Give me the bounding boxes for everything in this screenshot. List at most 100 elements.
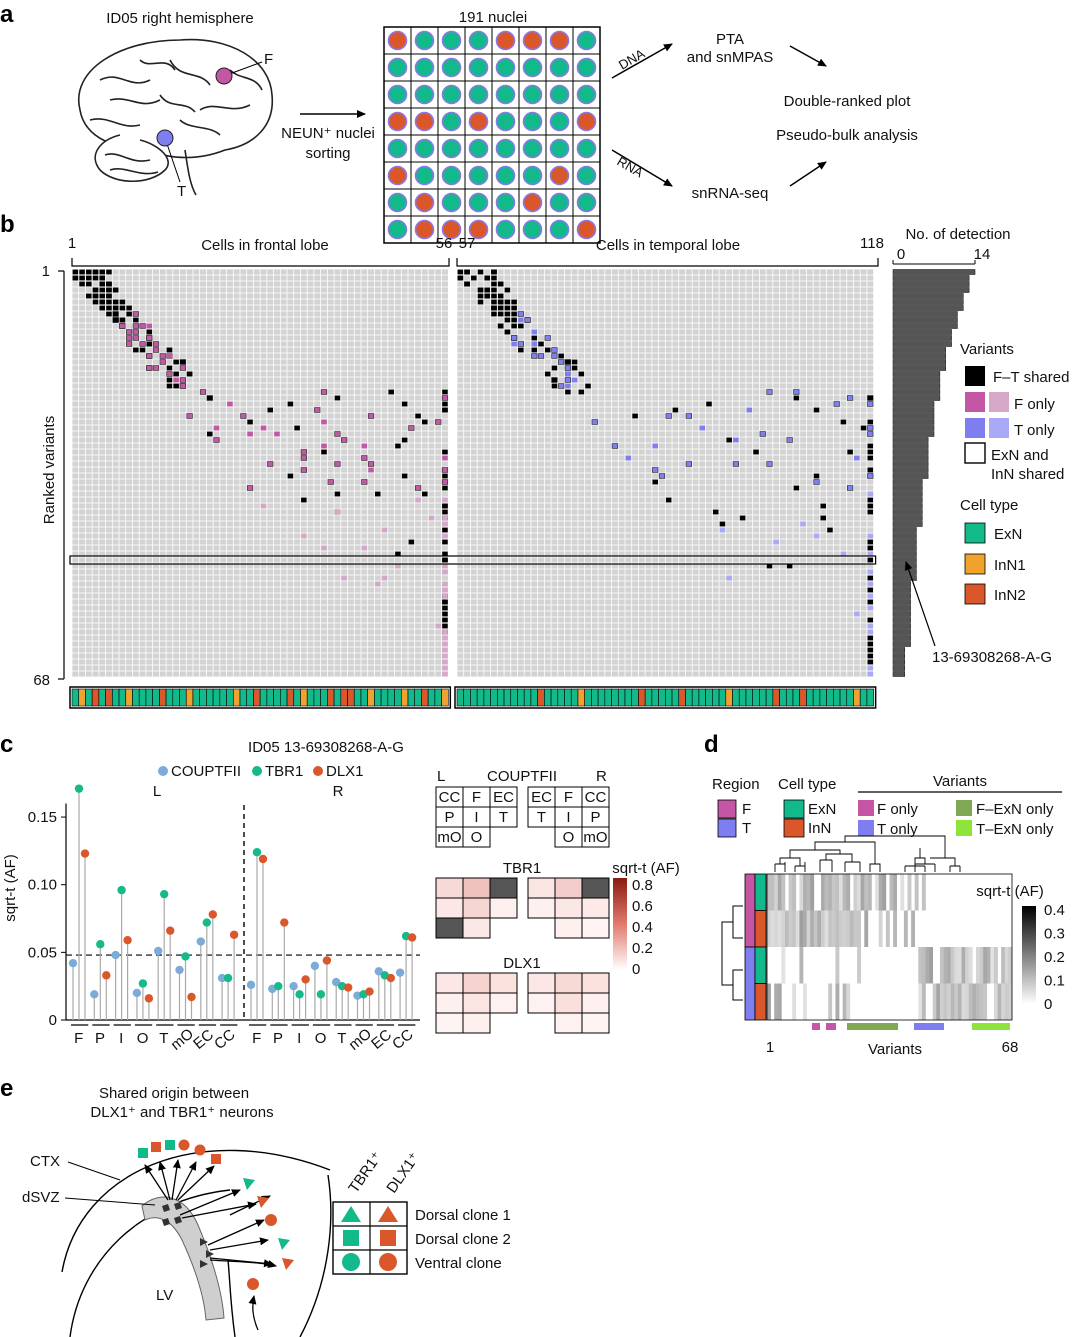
variant-cell [511,305,517,311]
variant-cell [300,467,307,473]
celltype-cell [286,688,295,707]
variant-cell [511,323,517,329]
temporal-site-marker [156,129,174,147]
nucleus-dot [576,30,597,51]
celltype-cell [327,688,335,707]
variant-cell [652,479,658,485]
d-heat-cell [767,874,771,911]
celltype-frame-temporal [454,686,877,709]
c-point-tbr1 [181,952,190,961]
variant-cell [213,437,220,443]
detection-bar [892,329,952,335]
variant-cell [441,395,449,401]
detection-bar [892,293,964,299]
d-heat-cell [799,874,804,911]
detection-bar [892,437,929,443]
variant-cell [179,365,186,371]
d-heat-cell [853,910,858,947]
variant-cell [867,617,874,623]
variant-cell [300,455,307,461]
legend-swatch-f-only-light [989,392,1009,412]
variant-cell [504,305,511,311]
c-point-couptfii [175,965,184,975]
nucleus-dot [441,219,462,240]
d-heat-cell [936,983,941,1020]
celltype-cell [826,688,834,707]
variant-cell [375,581,381,587]
d-heat-cell [954,983,959,1020]
celltype-cell [597,688,606,707]
celltype-cell [503,688,512,707]
dna-label: DNA [616,46,648,73]
variant-cell [388,389,394,395]
detection-bar [892,659,906,665]
variant-cell [287,473,294,479]
map-left-label: L [437,768,445,785]
variant-cell [227,401,233,407]
celltype-cell [557,688,565,707]
variant-cell [867,545,874,551]
d-heat-cell [803,910,807,947]
legend-ft-shared: F–T shared [993,369,1069,386]
celltype-cell [152,688,160,707]
nuclei-grid-cell [572,215,601,244]
nucleus-dot [468,192,489,213]
variant-cell [166,365,173,371]
dlx1-right-cell [554,992,583,1014]
variant-cell [414,485,422,491]
variant-cell [511,317,517,323]
celltype-cell [280,688,288,707]
variant-cell [766,461,773,467]
d-heat-cell [921,983,926,1020]
variant-cell [442,641,448,647]
celltype-cell [517,688,525,707]
variant-cell [497,305,504,311]
variant-cell [497,299,504,305]
celltype-cell [374,688,382,707]
variant-cell [867,569,874,575]
d-heat-cell [824,910,829,947]
nucleus-dot [414,57,435,78]
variant-cell [341,437,348,443]
d-heat-cell [788,874,793,911]
nucleus-dot [576,111,597,132]
variant-cell [712,509,719,515]
d-x-label: Variants [868,1041,922,1058]
d-heat-cell [921,874,926,911]
d-heat-cell [957,947,962,984]
variant-cell [531,335,538,341]
detection-bar [892,383,941,389]
ctx-label: CTX [30,1153,60,1170]
detection-bar [892,347,947,353]
nucleus-dot [468,84,489,105]
d-heat-cell [939,983,944,1020]
c-point-dlx1 [102,971,111,980]
variant-cell [497,323,504,329]
dlx1-left-cell [462,972,491,994]
clone-markers [138,1139,294,1290]
detection-bar [892,443,929,449]
d-heat-cell [857,947,861,984]
d-heat-cell [882,874,887,911]
c-point-dlx1 [322,956,332,965]
detection-bar [892,599,911,605]
d-heat-cell [842,983,847,1020]
d-heat-cell [860,874,865,911]
d-heat-cell [835,983,840,1020]
snrna-label: snRNA-seq [692,185,769,202]
d-x-first: 1 [766,1039,774,1056]
panel-e-label: e [0,1075,13,1102]
c-point-couptfii [395,968,405,977]
detection-bar [892,503,923,509]
d-heat-cell [792,983,797,1020]
variant-cell [375,491,381,497]
nucleus-dot [495,57,516,78]
variant-cell [334,431,341,437]
d-region-f: F [742,801,751,818]
variant-cell [207,431,213,437]
celltype-cell [785,688,794,707]
brain-title: ID05 right hemisphere [106,10,254,27]
d-heat-cell [943,983,948,1020]
variant-cell [732,461,739,467]
variant-cell [213,425,220,431]
